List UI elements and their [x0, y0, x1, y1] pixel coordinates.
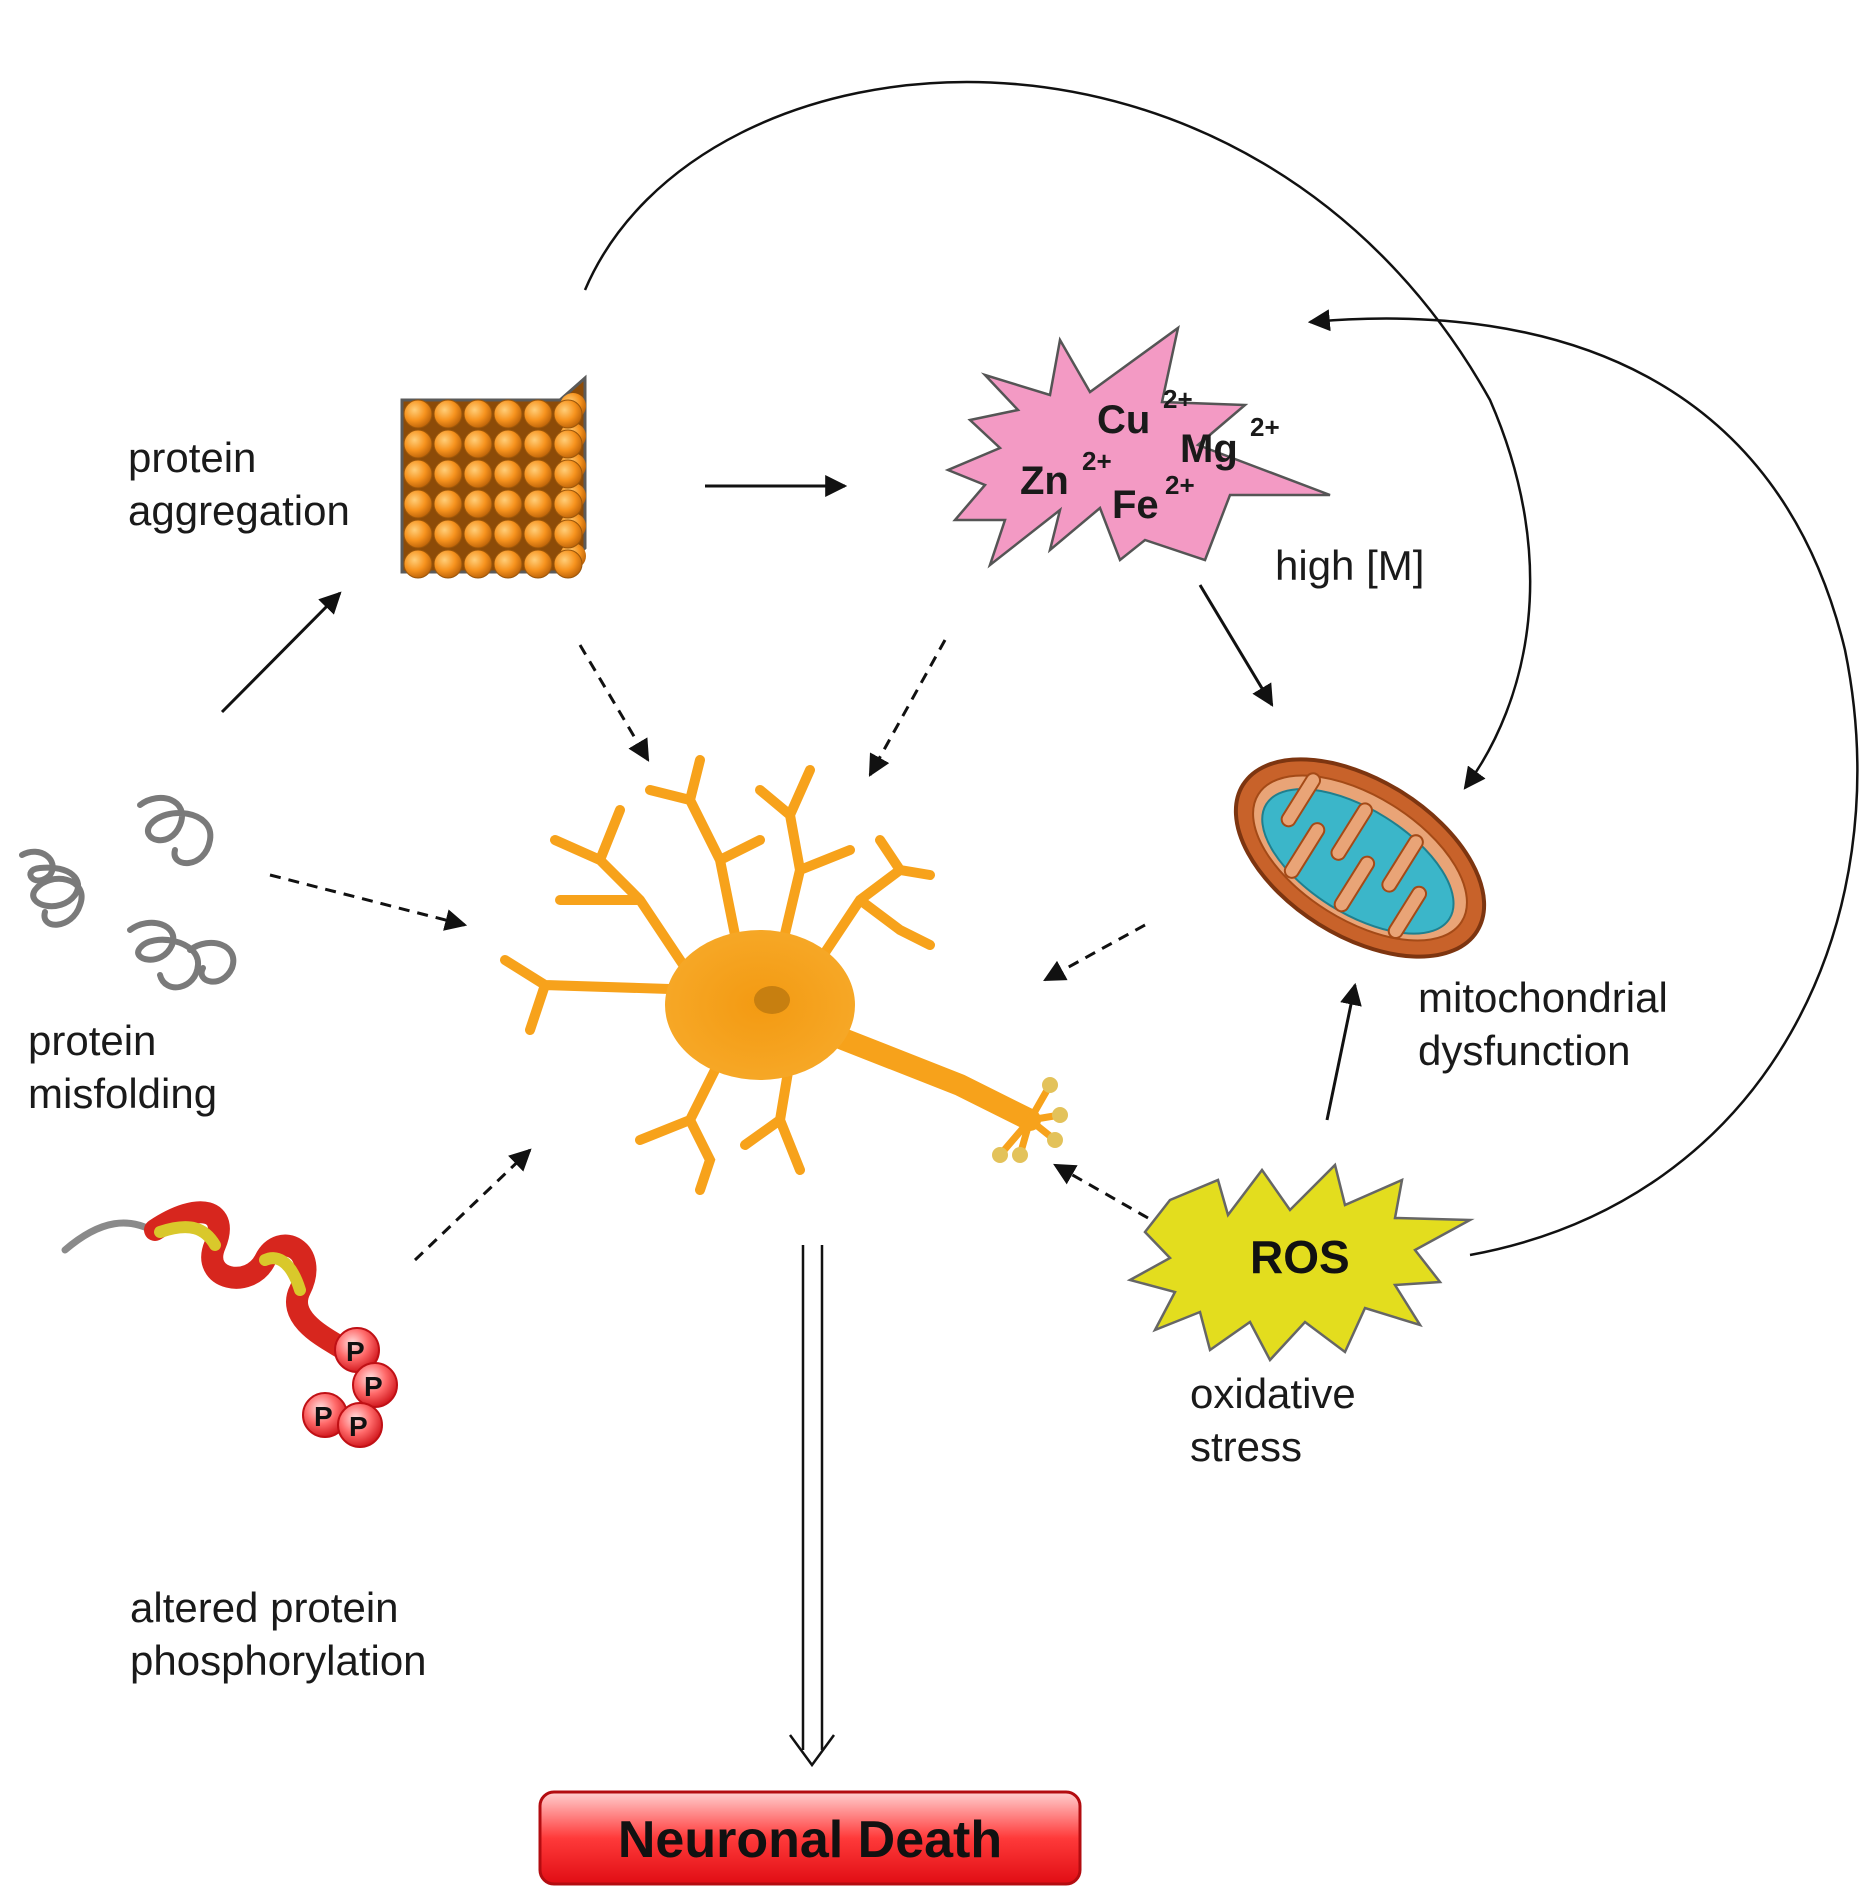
aggregate-cube-icon: [400, 374, 587, 579]
aggregate-particle: [553, 549, 583, 579]
aggregate-particle: [433, 489, 463, 519]
feedback-arc-aggregation-to-mitochondria: [583, 80, 1532, 790]
svg-text:P: P: [346, 1336, 365, 1367]
dashed-arrow-aggregation-to-neuron: [578, 644, 650, 762]
neuronal-death-box: Neuronal Death: [538, 1790, 1082, 1886]
aggregate-particle: [493, 459, 523, 489]
dashed-arrow-misfolding-to-neuron: [269, 873, 468, 931]
metal-ion-mg: Mg: [1180, 427, 1238, 471]
arrow-misfolding-to-aggregation: [220, 591, 342, 714]
neuronal-death-label: Neuronal Death: [618, 1811, 1002, 1869]
metal-ion-fe: Fe: [1112, 483, 1159, 527]
aggregate-particle: [403, 399, 433, 429]
aggregate-particle: [403, 429, 433, 459]
svg-text:P: P: [349, 1411, 368, 1442]
neuron-icon: [500, 755, 1068, 1195]
aggregate-particle: [433, 459, 463, 489]
dashed-arrow-metals-to-neuron: [868, 639, 947, 777]
metal-ion-zn: Zn: [1020, 459, 1069, 503]
metal-ion-fe-charge: 2+: [1165, 470, 1195, 500]
aggregate-particle: [403, 519, 433, 549]
dashed-arrow-phosphorylation-to-neuron: [413, 1148, 532, 1262]
label-protein-misfolding: protein misfolding: [28, 1017, 217, 1117]
aggregate-particle: [493, 399, 523, 429]
arrow-metals-to-mitochondria: [1198, 584, 1274, 707]
label-high-metal: high [M]: [1275, 542, 1424, 589]
ros-star-icon: ROS: [1126, 1162, 1475, 1363]
aggregate-particle: [553, 429, 583, 459]
aggregate-particle: [463, 429, 493, 459]
metal-ion-mg-charge: 2+: [1250, 412, 1280, 442]
aggregate-particle: [553, 459, 583, 489]
phosphate-group-2: P: [352, 1362, 398, 1408]
label-protein-aggregation: protein aggregation: [128, 434, 350, 534]
phosphate-group-4: P: [337, 1402, 383, 1448]
label-altered-phosphorylation: altered protein phosphorylation: [130, 1584, 427, 1684]
aggregate-particle: [493, 519, 523, 549]
aggregate-particle: [463, 519, 493, 549]
ros-label: ROS: [1250, 1231, 1350, 1283]
dashed-arrow-mitochondria-to-neuron: [1043, 923, 1146, 982]
phosphate-group-3: P: [302, 1392, 348, 1438]
mitochondrion-icon: [1233, 757, 1487, 959]
aggregate-particle: [553, 519, 583, 549]
label-oxidative-stress: oxidative stress: [1190, 1370, 1367, 1470]
misfolded-protein-icon: [19, 794, 237, 991]
aggregate-particle: [523, 489, 553, 519]
aggregate-particle: [523, 429, 553, 459]
aggregate-particle: [463, 399, 493, 429]
svg-text:P: P: [364, 1371, 383, 1402]
aggregate-particle: [433, 549, 463, 579]
metal-star-icon: Cu 2+ Mg 2+ Zn 2+ Fe 2+: [944, 325, 1331, 569]
arrow-ros-to-mitochondria: [1325, 982, 1362, 1121]
helix-protein-icon: P P P P: [61, 1201, 398, 1448]
aggregate-particle: [463, 489, 493, 519]
dashed-arrow-ros-to-neuron: [1053, 1163, 1149, 1220]
aggregate-particle: [493, 549, 523, 579]
aggregate-particle: [553, 399, 583, 429]
svg-text:P: P: [314, 1401, 333, 1432]
metal-ion-zn-charge: 2+: [1082, 446, 1112, 476]
aggregate-particle: [463, 459, 493, 489]
aggregate-particle: [433, 429, 463, 459]
aggregate-particle: [403, 549, 433, 579]
aggregate-particle: [523, 519, 553, 549]
label-mitochondrial-dysfunction: mitochondrial dysfunction: [1418, 974, 1679, 1074]
aggregate-particle: [403, 489, 433, 519]
double-arrow-to-death: [788, 1245, 836, 1768]
aggregate-particle: [523, 399, 553, 429]
aggregate-particle: [403, 459, 433, 489]
aggregate-particle: [433, 399, 463, 429]
aggregate-particle: [493, 489, 523, 519]
aggregate-particle: [463, 549, 493, 579]
aggregate-particle: [523, 459, 553, 489]
metal-ion-cu: Cu: [1097, 398, 1150, 442]
aggregate-particle: [433, 519, 463, 549]
feedback-arc-ros-to-metals: [1307, 309, 1859, 1257]
aggregate-particle: [493, 429, 523, 459]
aggregate-particle: [553, 489, 583, 519]
phosphate-group-1: P: [334, 1327, 380, 1373]
metal-ion-cu-charge: 2+: [1163, 384, 1193, 414]
aggregate-particle: [523, 549, 553, 579]
